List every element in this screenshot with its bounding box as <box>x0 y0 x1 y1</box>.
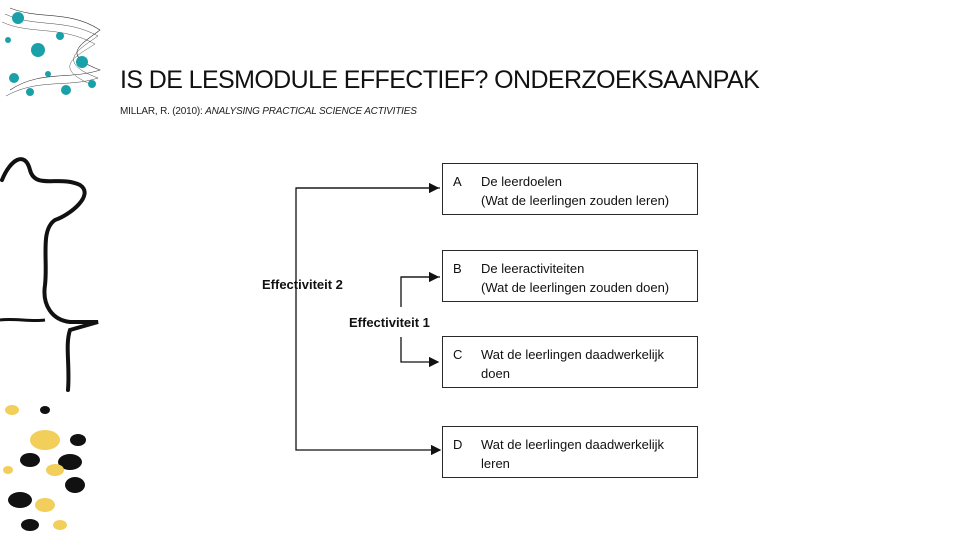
box-b: B De leeractiviteiten (Wat de leerlingen… <box>442 250 698 302</box>
box-letter: C <box>453 347 462 362</box>
box-line-1: De leeractiviteiten <box>481 259 691 278</box>
box-text: Wat de leerlingen daadwerkelijk doen <box>481 345 691 383</box>
label-effectiviteit-1: Effectiviteit 1 <box>349 315 430 330</box>
box-line-2: leren <box>481 454 691 473</box>
effectiviteit-1-connector-top <box>401 277 440 307</box>
box-a: A De leerdoelen (Wat de leerlingen zoude… <box>442 163 698 215</box>
box-letter: D <box>453 437 462 452</box>
box-line-1: Wat de leerlingen daadwerkelijk <box>481 435 691 454</box>
box-text: Wat de leerlingen daadwerkelijk leren <box>481 435 691 473</box>
box-line-1: Wat de leerlingen daadwerkelijk <box>481 345 691 364</box>
box-c: C Wat de leerlingen daadwerkelijk doen <box>442 336 698 388</box>
box-letter: A <box>453 174 462 189</box>
box-d: D Wat de leerlingen daadwerkelijk leren <box>442 426 698 478</box>
box-line-1: De leerdoelen <box>481 172 691 191</box>
box-line-2: doen <box>481 364 691 383</box>
box-letter: B <box>453 261 462 276</box>
label-effectiviteit-2: Effectiviteit 2 <box>262 277 343 292</box>
box-text: De leerdoelen (Wat de leerlingen zouden … <box>481 172 691 210</box>
box-line-2: (Wat de leerlingen zouden leren) <box>481 191 691 210</box>
box-text: De leeractiviteiten (Wat de leerlingen z… <box>481 259 691 297</box>
arrow-to-box-c <box>401 337 438 362</box>
box-line-2: (Wat de leerlingen zouden doen) <box>481 278 691 297</box>
